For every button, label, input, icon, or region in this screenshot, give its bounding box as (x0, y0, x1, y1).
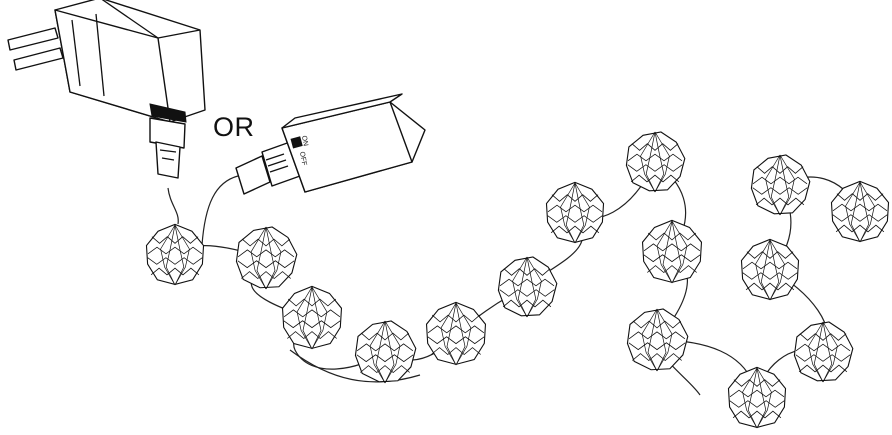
paper-lantern-icon (281, 285, 343, 350)
or-label: OR (213, 112, 255, 142)
power-bank-icon: ON OFF (281, 93, 426, 193)
paper-lantern-icon (641, 219, 703, 284)
paper-lantern-icon (750, 154, 811, 216)
lower-branch-wire (289, 349, 421, 383)
paper-lantern-icon (145, 223, 205, 286)
paper-lantern-icon (740, 238, 800, 301)
paper-lantern-icon (830, 180, 890, 243)
powerbank-cable (201, 175, 239, 246)
paper-lantern-icon (425, 301, 487, 366)
lanterns-group (145, 131, 890, 429)
paper-lantern-icon (625, 131, 686, 193)
paper-lantern-icon (497, 256, 558, 318)
paper-lantern-icon (727, 366, 787, 429)
paper-lantern-icon (545, 181, 605, 244)
switch-on-label: ON (300, 135, 309, 147)
paper-lantern-icon (793, 321, 854, 383)
paper-lantern-icon (626, 308, 689, 372)
wall-adapter-icon (7, 0, 206, 179)
switch-off-label: OFF (298, 151, 307, 166)
paper-lantern-icon (354, 320, 417, 384)
adapter-cable (167, 187, 179, 225)
paper-lantern-icon (235, 226, 298, 290)
